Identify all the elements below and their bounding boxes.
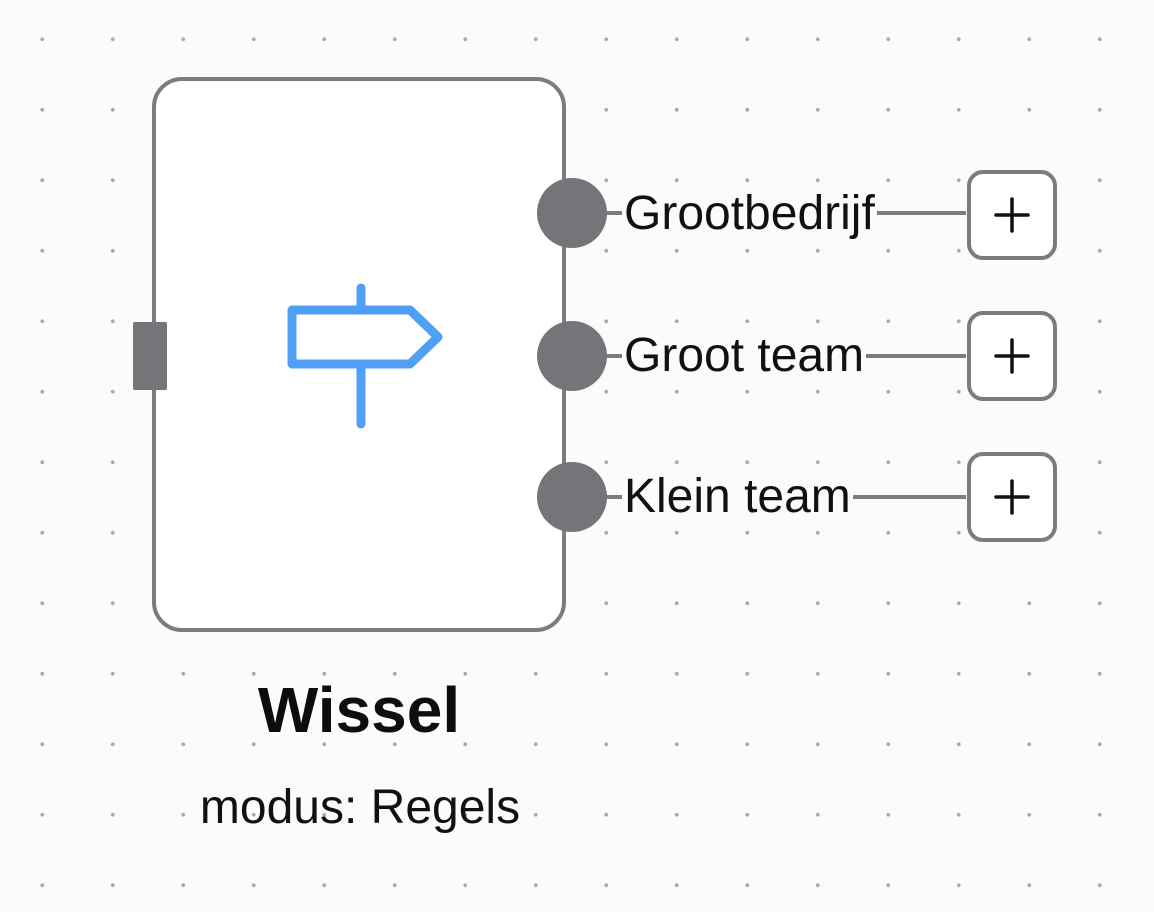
- add-node-button-3[interactable]: [967, 452, 1057, 542]
- output-label-2: Groot team: [622, 328, 867, 384]
- switch-node[interactable]: [152, 77, 566, 632]
- input-handle[interactable]: [133, 322, 167, 390]
- output-handle-2[interactable]: [537, 321, 607, 391]
- node-title: Wissel: [257, 674, 461, 746]
- output-handle-3[interactable]: [537, 462, 607, 532]
- plus-icon: [994, 479, 1030, 515]
- signpost-icon: [287, 283, 443, 429]
- plus-icon: [994, 197, 1030, 233]
- plus-icon: [994, 338, 1030, 374]
- add-node-button-2[interactable]: [967, 311, 1057, 401]
- node-subtitle: modus: Regels: [199, 781, 521, 834]
- add-node-button-1[interactable]: [967, 170, 1057, 260]
- output-handle-1[interactable]: [537, 178, 607, 248]
- output-label-1: Grootbedrijf: [622, 186, 877, 242]
- output-label-3: Klein team: [622, 469, 853, 525]
